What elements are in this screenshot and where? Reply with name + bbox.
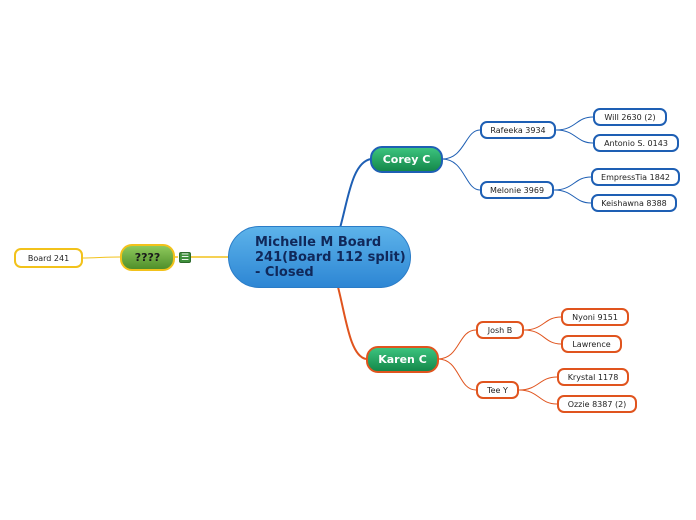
node-keishawna[interactable]: Keishawna 8388 xyxy=(591,194,677,212)
node-nyoni-label: Nyoni 9151 xyxy=(572,312,618,322)
branch-unknown-label: ???? xyxy=(134,251,161,264)
node-tee-y[interactable]: Tee Y xyxy=(476,381,519,399)
branch-corey-c[interactable]: Corey C xyxy=(370,146,443,173)
branch-corey-c-label: Corey C xyxy=(382,153,431,166)
node-ozzie-label: Ozzie 8387 (2) xyxy=(567,399,627,409)
node-krystal-label: Krystal 1178 xyxy=(567,372,619,382)
node-josh-b-label: Josh B xyxy=(487,325,513,335)
node-ozzie[interactable]: Ozzie 8387 (2) xyxy=(557,395,637,413)
branch-unknown[interactable]: ???? xyxy=(120,244,175,271)
notes-icon[interactable]: ☰ xyxy=(179,252,191,263)
node-lawrence[interactable]: Lawrence xyxy=(561,335,622,353)
node-rafeeka[interactable]: Rafeeka 3934 xyxy=(480,121,556,139)
node-antonio[interactable]: Antonio S. 0143 xyxy=(593,134,679,152)
node-melonie[interactable]: Melonie 3969 xyxy=(480,181,554,199)
node-empresstia-label: EmpressTia 1842 xyxy=(601,172,670,182)
central-topic[interactable]: Michelle M Board 241(Board 112 split) - … xyxy=(228,226,411,288)
node-josh-b[interactable]: Josh B xyxy=(476,321,524,339)
node-board-241-label: Board 241 xyxy=(27,253,70,263)
node-lawrence-label: Lawrence xyxy=(572,339,611,349)
branch-karen-c[interactable]: Karen C xyxy=(366,346,439,373)
node-keishawna-label: Keishawna 8388 xyxy=(601,198,667,208)
branch-karen-c-label: Karen C xyxy=(378,353,427,366)
node-krystal[interactable]: Krystal 1178 xyxy=(557,368,629,386)
node-nyoni[interactable]: Nyoni 9151 xyxy=(561,308,629,326)
central-topic-label: Michelle M Board 241(Board 112 split) - … xyxy=(255,234,406,280)
node-board-241[interactable]: Board 241 xyxy=(14,248,83,268)
node-tee-y-label: Tee Y xyxy=(487,385,508,395)
node-will[interactable]: Will 2630 (2) xyxy=(593,108,667,126)
node-antonio-label: Antonio S. 0143 xyxy=(604,138,668,148)
node-melonie-label: Melonie 3969 xyxy=(489,185,545,195)
node-will-label: Will 2630 (2) xyxy=(604,112,656,122)
node-empresstia[interactable]: EmpressTia 1842 xyxy=(591,168,680,186)
node-rafeeka-label: Rafeeka 3934 xyxy=(490,125,546,135)
